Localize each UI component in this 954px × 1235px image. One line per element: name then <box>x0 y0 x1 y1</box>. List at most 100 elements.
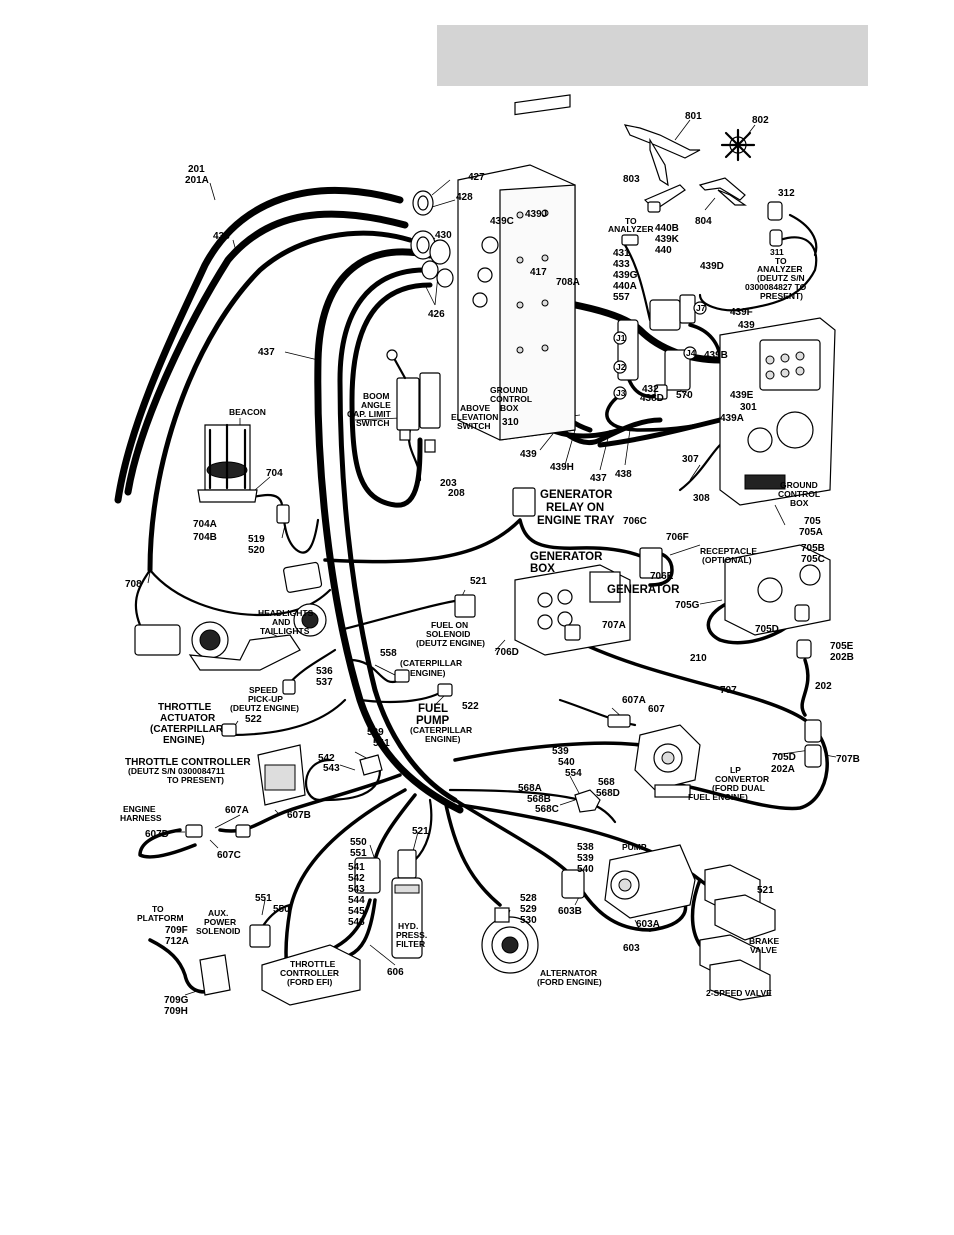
label-804: 804 <box>695 216 712 227</box>
label-gcb2-2: CONTROL <box>778 489 820 499</box>
label-fuel-on-1: FUEL ON <box>431 620 468 630</box>
label-709g: 709G <box>164 995 189 1006</box>
label-705b: 705B <box>801 543 825 554</box>
cable-606b <box>348 898 377 957</box>
connector-558 <box>394 669 410 683</box>
label-receptacle-2: (OPTIONAL) <box>702 555 752 565</box>
label-522: 522 <box>462 701 479 712</box>
connector-311 <box>769 229 783 247</box>
label-439h: 439H <box>550 462 574 473</box>
generator-relay <box>512 487 536 517</box>
label-gcb-2: CONTROL <box>490 394 532 404</box>
label-above-2: ELEVATION <box>451 412 498 422</box>
label-557: 557 <box>613 292 630 303</box>
label-427: 427 <box>468 172 485 183</box>
label-538: 538 <box>577 842 594 853</box>
label-aux-2: POWER <box>204 917 236 927</box>
label-440a: 440A <box>613 281 637 292</box>
labels: 801 802 803 804 312 TO ANALYZER 440B 439… <box>120 111 860 1017</box>
label-alt-1: ALTERNATOR <box>540 968 597 978</box>
cable-522 <box>228 698 347 737</box>
label-439j: 439J <box>525 209 547 220</box>
cable-607 <box>453 741 642 762</box>
label-704a: 704A <box>193 519 217 530</box>
label-570: 570 <box>676 390 693 401</box>
label-311-deutz: (DEUTZ S/N <box>757 273 805 283</box>
label-203: 203 <box>440 478 457 489</box>
label-530: 530 <box>520 915 537 926</box>
label-308: 308 <box>693 493 710 504</box>
label-210: 210 <box>690 653 707 664</box>
label-430: 430 <box>435 230 452 241</box>
label-548: 548 <box>348 917 365 928</box>
label-802: 802 <box>752 115 769 126</box>
label-540: 540 <box>558 757 575 768</box>
label-708: 708 <box>125 579 142 590</box>
label-709h: 709H <box>164 1006 188 1017</box>
label-706f: 706F <box>666 532 689 543</box>
cable-438 <box>147 230 413 573</box>
cable-fuel-pump <box>358 688 447 704</box>
label-alt-2: (FORD ENGINE) <box>537 977 602 987</box>
fuel-on-solenoid <box>454 594 476 618</box>
limit-switches <box>386 349 441 453</box>
label-568b: 568B <box>527 794 551 805</box>
label-706d: 706D <box>495 647 519 658</box>
label-568d: 568D <box>596 788 620 799</box>
label-310: 310 <box>502 417 519 428</box>
label-gcb-3: BOX <box>500 403 519 413</box>
label-551: 551 <box>350 848 367 859</box>
label-607: 607 <box>648 704 665 715</box>
label-311-to: TO <box>775 256 787 266</box>
cable-202 <box>800 658 810 717</box>
alternator <box>481 907 539 974</box>
label-708a: 708A <box>556 277 580 288</box>
label-542: 542 <box>318 753 335 764</box>
ground-control-box-right <box>719 317 836 506</box>
connector-607d <box>185 824 203 838</box>
label-301: 301 <box>740 402 757 413</box>
connector-throttle-actuator <box>221 723 237 737</box>
ground-control-panel <box>457 94 576 441</box>
label-gen-box-2: BOX <box>530 563 555 575</box>
label-712a: 712A <box>165 936 189 947</box>
label-438d: 438D <box>640 393 664 404</box>
label-lp-1: LP <box>730 765 741 775</box>
cable-709f <box>148 938 217 994</box>
cable-312 <box>788 213 818 257</box>
label-lp-4: FUEL ENGINE) <box>688 792 748 802</box>
label-607b: 607B <box>287 810 311 821</box>
label-541: 541 <box>373 738 390 749</box>
label-throttle-ctl-3: TO PRESENT) <box>167 775 224 785</box>
label-440b: 440B <box>655 223 679 234</box>
label-439: 439 <box>738 320 755 331</box>
cable-550-down <box>284 788 407 977</box>
cable-440 <box>623 243 652 322</box>
label-speed-1: SPEED <box>249 685 278 695</box>
label-above-3: SWITCH <box>457 421 491 431</box>
label-705g: 705G <box>675 600 700 611</box>
label-705a: 705A <box>799 527 823 538</box>
label-j7: J7 <box>696 303 706 313</box>
pliers-804 <box>698 177 747 211</box>
cable-201 <box>114 186 404 504</box>
label-607a-b: 607A <box>225 805 249 816</box>
label-428: 428 <box>456 192 473 203</box>
label-brake-1: BRAKE <box>749 936 780 946</box>
label-hyd-2: PRESS. <box>396 930 427 940</box>
label-541-b: 541 <box>348 862 365 873</box>
cable-607c <box>138 828 197 859</box>
harness-wires <box>114 186 829 994</box>
label-706e: 706E <box>650 571 674 582</box>
label-headlights-3: TAILLIGHTS <box>260 626 310 636</box>
label-440: 440 <box>655 245 672 256</box>
label-fuel-pump-3: (CATERPILLAR <box>410 725 472 735</box>
label-439-b: 439 <box>520 449 537 460</box>
receptacle-box <box>724 544 831 768</box>
label-to: TO <box>625 216 637 226</box>
label-boom-2: ANGLE <box>361 400 391 410</box>
label-550: 550 <box>350 837 367 848</box>
label-speed-2: PICK-UP <box>248 694 283 704</box>
label-704b: 704B <box>193 532 217 543</box>
